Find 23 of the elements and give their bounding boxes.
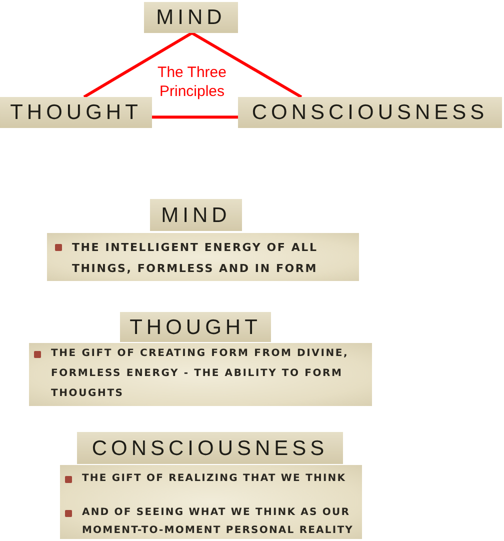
heading-text: THOUGHT — [10, 102, 142, 123]
connector-line — [152, 116, 238, 119]
bullet-text: THE GIFT OF REALIZING THAT WE THINK — [82, 472, 348, 486]
bullet-text: AND OF SEEING WHAT WE THINK AS OUR MOMENT-TO-MOMENT PERSONAL REALITY — [82, 506, 354, 538]
connector-line — [83, 32, 193, 98]
heading-text: MIND — [161, 204, 231, 226]
description-panel — [47, 233, 359, 281]
description-panel — [29, 343, 372, 406]
heading-panel — [150, 199, 242, 231]
heading-panel — [144, 2, 238, 33]
bullet-text: THE INTELLIGENT ENERGY OF ALL THINGS, FORMLESS AND IN FORM — [72, 240, 319, 277]
bullet-text: THE GIFT OF CREATING FORM FROM DIVINE, FORMLESS ENERGY - THE ABILITY TO FORM THOUGHTS — [51, 347, 350, 401]
heading-text: MIND — [156, 7, 226, 28]
heading-text: CONSCIOUSNESS — [92, 438, 328, 458]
heading-text: THOUGHT — [130, 316, 262, 338]
heading-panel — [0, 97, 152, 128]
heading-panel — [77, 432, 343, 464]
diagram-label: The Three Principles — [156, 63, 228, 101]
description-panel — [60, 465, 362, 539]
heading-panel — [238, 97, 502, 128]
connector-line — [191, 32, 302, 98]
heading-text: CONSCIOUSNESS — [252, 102, 488, 123]
heading-panel — [120, 312, 271, 342]
